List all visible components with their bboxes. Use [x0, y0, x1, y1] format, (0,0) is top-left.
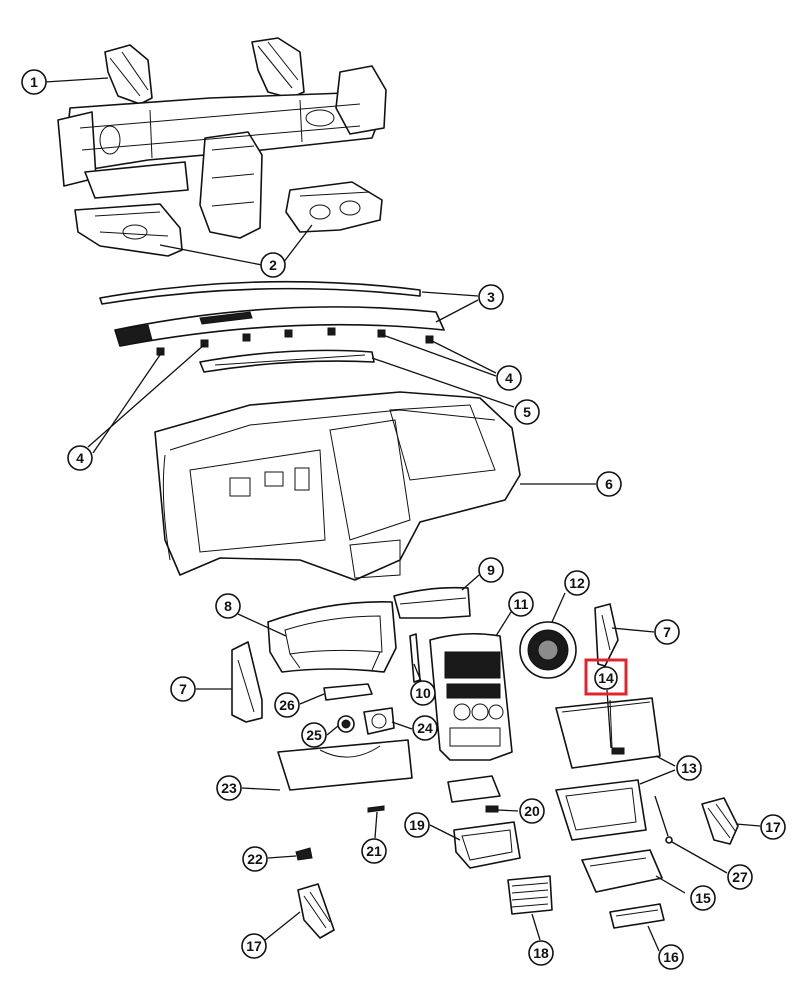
svg-text:5: 5 [523, 404, 531, 420]
callout-9: 9 [478, 557, 504, 583]
callout-24: 24 [412, 715, 438, 741]
svg-text:10: 10 [415, 685, 431, 701]
svg-text:12: 12 [569, 575, 585, 591]
part-24-switch [363, 707, 395, 735]
svg-text:4: 4 [505, 370, 513, 386]
callout-8: 8 [215, 593, 241, 619]
part-9-center-top-cover [393, 586, 471, 619]
part-18-center-vent [507, 875, 553, 915]
svg-text:7: 7 [663, 624, 671, 640]
callout-19: 19 [404, 812, 430, 838]
part-7-left-end-cap [231, 641, 263, 723]
callout-17-left: 17 [241, 933, 267, 959]
callout-26: 26 [274, 692, 300, 718]
svg-text:9: 9 [487, 562, 495, 578]
part-21-pin [367, 805, 385, 813]
callout-5: 5 [514, 399, 540, 425]
callout-22: 22 [242, 846, 268, 872]
part-20-bulb [485, 805, 499, 813]
part-16-glove-box-handle [609, 903, 665, 929]
part-13-glove-box-bin [555, 779, 647, 841]
part-23-knee-panel [277, 739, 413, 791]
part-26-small-bracket [323, 683, 373, 701]
part-25-knob [337, 715, 355, 733]
svg-text:17: 17 [765, 819, 781, 835]
svg-text:8: 8 [224, 598, 232, 614]
part-13-glove-box-door [555, 697, 661, 769]
callout-1: 1 [21, 69, 47, 95]
part-17-left-vent [297, 883, 335, 939]
callout-15: 15 [690, 885, 716, 911]
part-4-clips [156, 327, 434, 356]
svg-text:16: 16 [663, 949, 679, 965]
part-1-cross-car-beam [57, 37, 387, 239]
callout-4-left: 4 [67, 445, 93, 471]
callout-6: 6 [596, 471, 622, 497]
svg-text:14: 14 [598, 670, 614, 686]
callout-2: 2 [260, 252, 286, 278]
svg-text:23: 23 [221, 780, 237, 796]
svg-text:6: 6 [605, 476, 613, 492]
callout-11: 11 [508, 591, 534, 617]
svg-text:11: 11 [514, 596, 529, 612]
part-17-right-vent [701, 797, 739, 845]
svg-text:18: 18 [533, 945, 549, 961]
svg-text:1: 1 [30, 74, 38, 90]
svg-text:4: 4 [76, 450, 84, 466]
part-6-instrument-panel [154, 391, 521, 581]
svg-text:13: 13 [681, 760, 697, 776]
part-22-clip [295, 847, 313, 861]
part-3-top-trim [99, 280, 445, 347]
part-12-round-bezel [519, 621, 577, 679]
callout-23: 23 [216, 775, 242, 801]
svg-text:2: 2 [269, 257, 277, 273]
part-7-right-end-cap [594, 603, 619, 667]
part-8-cluster-bezel [267, 601, 397, 673]
callout-21: 21 [361, 838, 387, 864]
svg-text:24: 24 [417, 720, 433, 736]
callout-17-right: 17 [760, 814, 786, 840]
callout-7-right: 7 [654, 619, 680, 645]
callout-25: 25 [301, 722, 327, 748]
svg-text:20: 20 [524, 803, 540, 819]
part-14-latch [606, 689, 612, 749]
svg-text:3: 3 [487, 289, 495, 305]
callout-7-left: 7 [170, 676, 196, 702]
svg-text:25: 25 [306, 727, 322, 743]
svg-text:19: 19 [409, 817, 425, 833]
callout-12: 12 [564, 570, 590, 596]
part-15-glove-box-door-outer [581, 849, 663, 893]
svg-text:26: 26 [279, 697, 295, 713]
part-2-brackets [74, 181, 383, 257]
part-11-center-stack-bezel [429, 632, 513, 761]
svg-text:17: 17 [246, 938, 262, 954]
callout-13: 13 [676, 755, 702, 781]
svg-text:7: 7 [179, 681, 187, 697]
callout-3: 3 [478, 284, 504, 310]
callout-10: 10 [410, 680, 436, 706]
callout-4-right: 4 [496, 365, 522, 391]
part-5-defroster-grille [199, 349, 375, 373]
svg-text:21: 21 [366, 843, 382, 859]
callout-14: 14 [594, 666, 618, 690]
callout-27: 27 [727, 864, 753, 890]
part-19-storage-bin [447, 775, 521, 869]
part-27-damper-rod [654, 795, 673, 844]
leader-lines [44, 77, 761, 952]
part-14-highlight-box [584, 658, 628, 696]
svg-text:27: 27 [732, 869, 748, 885]
callout-16: 16 [658, 944, 684, 970]
callout-18: 18 [528, 940, 554, 966]
callout-20: 20 [519, 798, 545, 824]
svg-text:22: 22 [247, 851, 263, 867]
svg-text:15: 15 [695, 890, 711, 906]
